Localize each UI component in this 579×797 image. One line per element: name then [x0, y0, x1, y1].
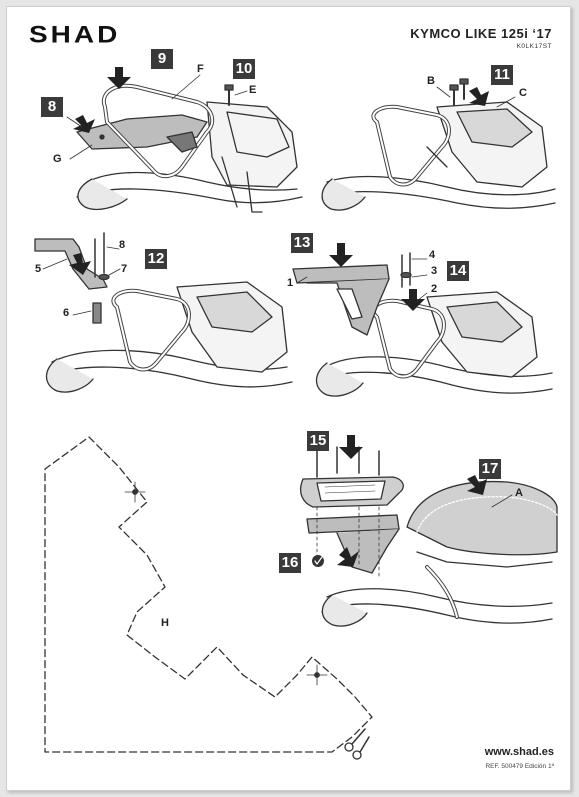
drilling-template-H — [44, 436, 373, 753]
label-F: F — [197, 63, 204, 75]
bolt-E — [224, 84, 234, 106]
arrow-step-8 — [73, 115, 95, 133]
step-8-badge: 8 — [41, 97, 63, 117]
arrow-step-12 — [69, 253, 91, 275]
spacer-6 — [92, 302, 102, 324]
arrow-step-14 — [401, 289, 425, 311]
website-link[interactable]: www.shad.es — [484, 746, 554, 758]
screws-4 — [401, 252, 411, 288]
shad-logo: SHAD — [29, 21, 121, 48]
bracket-5 — [34, 238, 108, 290]
scooter-rear-illustration-2 — [321, 101, 556, 211]
label-part-2: 2 — [431, 283, 438, 295]
model-code: K0LK17ST — [516, 43, 552, 50]
label-E: E — [249, 84, 257, 96]
label-spacer-6: 6 — [63, 307, 70, 319]
washer-3 — [400, 271, 412, 279]
label-bracket-5: 5 — [35, 263, 42, 275]
arrow-step-15 — [339, 435, 363, 459]
screws-8 — [94, 232, 105, 278]
arrow-step-16 — [337, 547, 359, 567]
washer-7 — [98, 273, 110, 281]
scooter-rear-illustration-4 — [315, 291, 553, 397]
step-9-badge: 9 — [151, 49, 173, 69]
reference-number: REF. 500479 Edición 1ª — [485, 763, 554, 770]
mounting-plate-16 — [306, 514, 400, 574]
step-17-badge: 17 — [479, 459, 501, 479]
step-11-badge: 11 — [491, 65, 513, 85]
label-washer-7: 7 — [121, 263, 128, 275]
arrow-step-11 — [469, 87, 489, 106]
label-screw-8: 8 — [119, 239, 126, 251]
scooter-rear-illustration-1 — [76, 101, 303, 213]
label-H: H — [161, 617, 169, 629]
step-12-badge: 12 — [145, 249, 167, 269]
scooter-rear-illustration-3 — [45, 281, 293, 393]
label-plate-1: 1 — [287, 277, 294, 289]
label-C: C — [519, 87, 527, 99]
label-A: A — [515, 487, 523, 499]
arrow-step-17 — [467, 475, 487, 495]
scooter-rear-illustration-6 — [321, 480, 558, 627]
step-15-badge: 15 — [307, 431, 329, 451]
model-title: KYMCO LIKE 125i ‘17 — [410, 26, 552, 41]
arrow-step-13 — [329, 243, 353, 267]
bolts-B — [449, 78, 469, 106]
arrow-step-9 — [107, 67, 131, 89]
label-washer-3: 3 — [431, 265, 438, 277]
template-marks — [124, 481, 328, 686]
bolts-15 — [316, 446, 380, 478]
step-16-badge: 16 — [279, 553, 301, 573]
rack-frame-F — [101, 83, 215, 179]
instruction-sheet: SHAD KYMCO LIKE 125i ‘17 K0LK17ST — [6, 6, 571, 791]
top-plate-1 — [292, 264, 390, 336]
label-G: G — [53, 153, 62, 165]
scissors-icon — [344, 728, 370, 760]
check-icon — [312, 555, 324, 567]
label-screw-4: 4 — [429, 249, 436, 261]
step-13-badge: 13 — [291, 233, 313, 253]
label-B: B — [427, 75, 435, 87]
step-14-badge: 14 — [447, 261, 469, 281]
step-10-badge: 10 — [233, 59, 255, 79]
top-case-base-15 — [299, 476, 404, 508]
assembly-illustrations — [34, 67, 558, 760]
